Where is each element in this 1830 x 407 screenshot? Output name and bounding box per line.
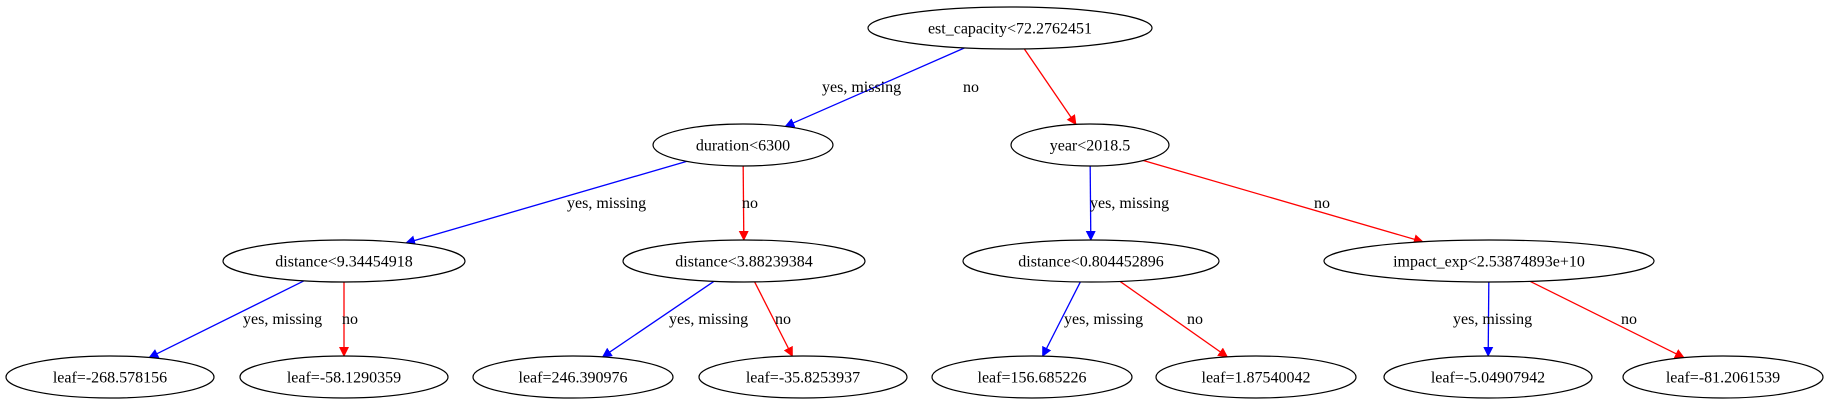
edge-no-n2-n6 [1143,159,1424,245]
split-node-n1: duration<6300 [652,123,834,167]
edge-label-n0-n2: no [963,79,979,96]
leaf-node-l3: leaf=-35.8253937 [698,355,908,399]
split-node-n5: distance<0.804452896 [962,239,1220,283]
edge-label-n6-l6: yes, missing [1453,311,1532,328]
node-label: distance<9.34454918 [275,254,412,271]
leaf-node-l4: leaf=156.685226 [931,355,1133,399]
leaf-node-l0: leaf=-268.578156 [5,355,215,399]
edge-label-n6-l7: no [1621,311,1637,328]
edge-label-n2-n6: no [1314,195,1330,212]
edge-no-n1-n4 [738,165,749,241]
node-label: leaf=-5.04907942 [1431,370,1545,387]
leaf-node-l7: leaf=-81.2061539 [1622,355,1824,399]
edge-label-n5-l5: no [1187,311,1203,328]
node-label: distance<3.88239384 [675,254,812,271]
node-ellipse [1383,355,1593,399]
node-label: leaf=-81.2061539 [1666,370,1780,387]
edge-yes-n3-l0 [148,280,305,359]
node-label: year<2018.5 [1050,138,1131,155]
edge-label-n4-l2: yes, missing [669,311,748,328]
edge-label-n2-n5: yes, missing [1090,195,1169,212]
split-node-n6: impact_exp<2.53874893e+10 [1323,239,1655,283]
node-label: est_capacity<72.2762451 [928,21,1092,38]
edge-label-n3-l1: no [342,311,358,328]
edge-label-n4-l3: no [775,311,791,328]
edge-no-n5-l5 [1119,280,1229,358]
edges-layer: yes, missing no yes, missing no yes, missing… [148,47,1685,359]
node-ellipse [622,239,866,283]
leaf-node-l5: leaf=1.87540042 [1155,355,1357,399]
node-label: leaf=-58.1290359 [287,370,401,387]
node-label: leaf=-35.8253937 [746,370,860,387]
edge-yes-n4-l2 [601,280,715,358]
edge-label-n3-l0: yes, missing [243,311,322,328]
node-ellipse [1010,123,1170,167]
node-ellipse [1155,355,1357,399]
leaf-node-l6: leaf=-5.04907942 [1383,355,1593,399]
split-node-n3: distance<9.34454918 [222,239,466,283]
node-ellipse [239,355,449,399]
leaf-node-l2: leaf=246.390976 [472,355,674,399]
split-node-n2: year<2018.5 [1010,123,1170,167]
node-label: leaf=1.87540042 [1202,370,1311,387]
node-ellipse [222,239,466,283]
node-label: leaf=156.685226 [978,370,1087,387]
edge-label-n0-n1: yes, missing [822,79,901,96]
node-ellipse [931,355,1133,399]
node-label: distance<0.804452896 [1018,254,1163,271]
node-ellipse [867,6,1153,50]
split-node-n0: est_capacity<72.2762451 [867,6,1153,50]
node-ellipse [698,355,908,399]
node-ellipse [1622,355,1824,399]
edge-yes-n5-l4 [1042,281,1081,358]
leaf-node-l1: leaf=-58.1290359 [239,355,449,399]
node-ellipse [652,123,834,167]
nodes-layer: est_capacity<72.2762451 duration<6300 year… [5,6,1824,399]
edge-no-n6-l7 [1529,280,1685,359]
edge-no-n0-n2 [1023,48,1077,126]
node-label: impact_exp<2.53874893e+10 [1393,254,1585,271]
edge-yes-n6-l6 [1483,281,1494,357]
edge-label-n5-l4: yes, missing [1064,311,1143,328]
node-label: duration<6300 [696,138,790,155]
edge-yes-n0-n1 [784,47,965,128]
edge-label-n1-n4: no [742,195,758,212]
node-ellipse [5,355,215,399]
edge-yes-n1-n3 [405,160,687,246]
edge-label-n1-n3: yes, missing [567,195,646,212]
edge-no-n4-l3 [754,281,793,358]
node-ellipse [472,355,674,399]
split-node-n4: distance<3.88239384 [622,239,866,283]
node-label: leaf=246.390976 [519,370,628,387]
edge-yes-n2-n5 [1085,165,1096,241]
node-ellipse [962,239,1220,283]
node-ellipse [1323,239,1655,283]
node-label: leaf=-268.578156 [53,370,167,387]
